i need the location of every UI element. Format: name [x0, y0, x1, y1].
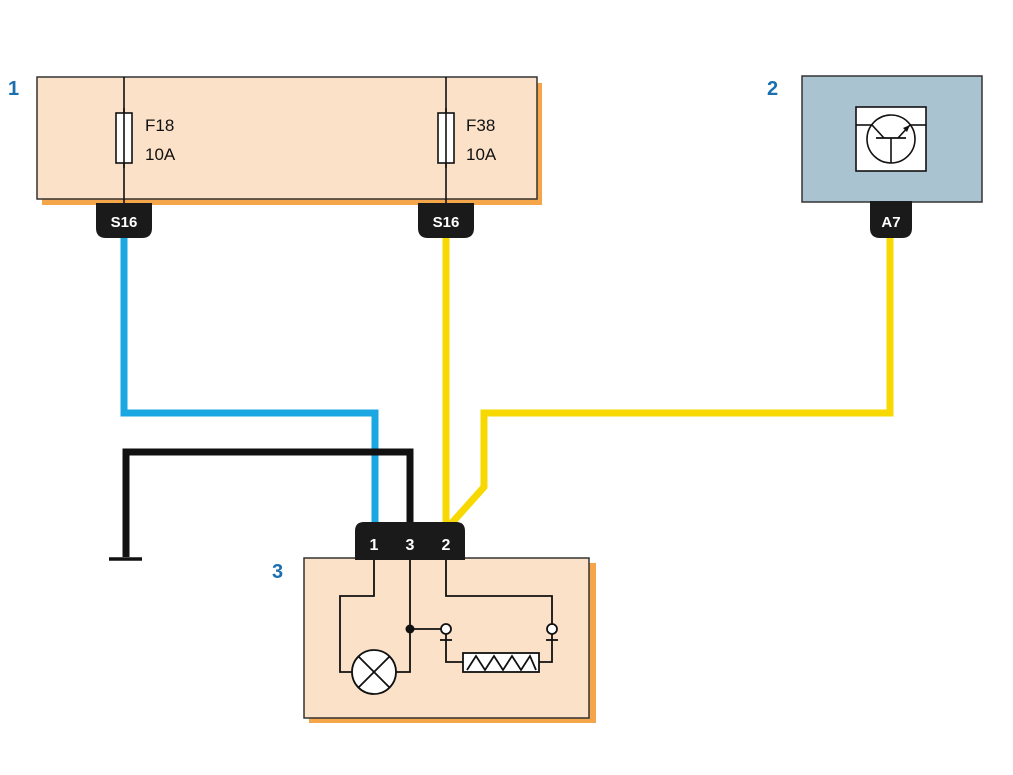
- fuse-rating: 10A: [145, 145, 176, 164]
- junction-node: [405, 624, 415, 634]
- component-number-2: 2: [767, 78, 778, 100]
- fuse-box: F18 10A F38 10A: [36, 76, 542, 205]
- lamp-icon: [351, 649, 397, 695]
- heating-element-icon: [462, 652, 540, 673]
- fuse-id: F18: [145, 116, 174, 135]
- electronic-module: [801, 75, 983, 203]
- device: 1 3 2: [303, 522, 596, 723]
- pin-label: 3: [406, 537, 415, 554]
- wire-black-ground: [122, 448, 414, 557]
- fuse-box-body: [36, 76, 538, 200]
- fuse-rating: 10A: [466, 145, 497, 164]
- component-number-1: 1: [8, 78, 19, 100]
- transistor-icon: [855, 106, 927, 172]
- device-connector: 1 3 2: [355, 522, 465, 560]
- connector-label: S16: [111, 214, 138, 231]
- component-number-3: 3: [272, 561, 283, 583]
- device-internal-circuit: [339, 560, 558, 695]
- connector-a7: A7: [870, 201, 912, 238]
- connector-label: S16: [433, 214, 460, 231]
- fuse-f18: F18 10A: [115, 77, 176, 205]
- connector-label: A7: [881, 214, 900, 231]
- wires: [120, 235, 894, 557]
- connector-s16-right: S16: [418, 203, 474, 238]
- pin-label: 2: [442, 537, 451, 554]
- connector-s16-left: S16: [96, 203, 152, 238]
- fuse-id: F38: [466, 116, 495, 135]
- pin-label: 1: [370, 537, 379, 554]
- fuse-f38: F38 10A: [437, 77, 497, 205]
- wire-yellow-module: [447, 235, 894, 528]
- wire-blue: [120, 235, 379, 530]
